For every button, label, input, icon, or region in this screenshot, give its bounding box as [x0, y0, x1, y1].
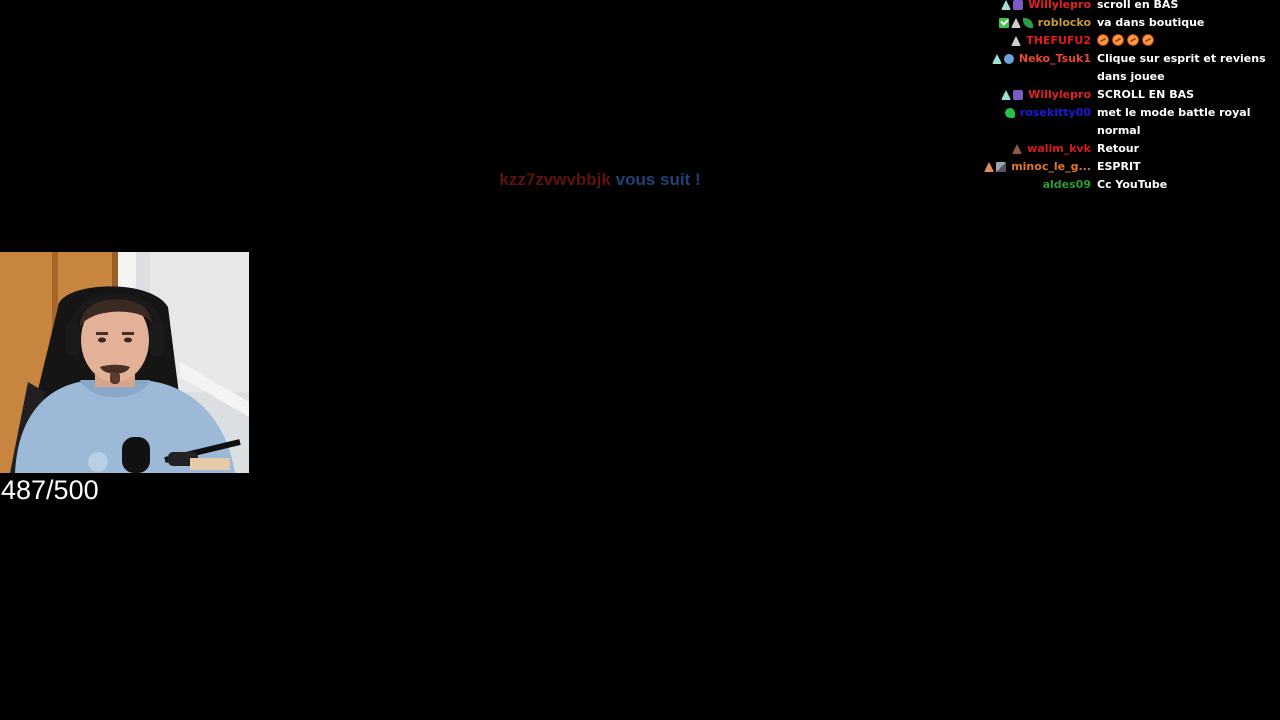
chat-badges [998, 18, 1033, 28]
follow-alert: kzz7zvwvbbjk vous suit ! [0, 168, 1200, 192]
chat-author: Willylepro [960, 86, 1097, 104]
subscriber-badge-icon [991, 54, 1002, 64]
chat-message-text: Clique sur esprit et reviens dans jouee [1097, 52, 1266, 83]
chat-author: THEFUFU2 [960, 32, 1097, 50]
chat-author: walim_kvk [960, 140, 1097, 158]
green-badge-icon [1004, 108, 1015, 118]
chat-message: rosekitty00 met le mode battle royal norm… [960, 104, 1278, 140]
chat-message-text: Cc YouTube [1097, 178, 1168, 191]
alert-message: vous suit ! [615, 170, 701, 189]
chat-author: minoc_le_g... [960, 158, 1097, 176]
chat-badges [1001, 90, 1024, 100]
subscriber-badge-icon [1001, 90, 1012, 100]
chat-username[interactable]: roblocko [1037, 16, 1091, 29]
chat-username[interactable]: rosekitty00 [1019, 106, 1091, 119]
chat-author: Willylepro [960, 0, 1097, 14]
globe-badge-icon [1003, 54, 1014, 64]
chat-message: roblocko va dans boutique [960, 14, 1278, 32]
chat-username[interactable]: Willylepro [1028, 0, 1091, 11]
subscriber-badge-icon [1010, 18, 1021, 28]
chat-message-text: scroll en BAS [1097, 0, 1179, 11]
mosaic-badge-icon [996, 162, 1007, 172]
chat-username[interactable]: aldes09 [1042, 178, 1091, 191]
purple-badge-icon [1013, 0, 1024, 10]
alert-username: kzz7zvwvbbjk [499, 170, 611, 189]
chat-message: minoc_le_g... ESPRIT [960, 158, 1278, 176]
chat-message-text: SCROLL EN BAS [1097, 88, 1195, 101]
purple-badge-icon [1013, 90, 1024, 100]
chat-message-text: ESPRIT [1097, 160, 1141, 173]
chat-username[interactable]: Willylepro [1028, 88, 1091, 101]
chat-author: aldes09 [960, 176, 1097, 194]
emote-icon [1097, 34, 1109, 46]
emote-icon [1142, 34, 1154, 46]
chat-message-text: met le mode battle royal normal [1097, 106, 1251, 137]
chat-message: aldes09 Cc YouTube [960, 176, 1278, 194]
emote-icon [1127, 34, 1139, 46]
leaf-badge-icon [1022, 18, 1033, 28]
chat-badges [1001, 0, 1024, 10]
subscriber-badge-icon [1012, 144, 1023, 154]
subscriber-badge-icon [1001, 0, 1012, 10]
chat-message-text: va dans boutique [1097, 16, 1205, 29]
chat-message: walim_kvk Retour [960, 140, 1278, 158]
chat-message-text [1097, 32, 1278, 50]
chat-badges [1011, 36, 1022, 46]
chat-username[interactable]: Neko_Tsuk1 [1018, 52, 1091, 65]
webcam-image [0, 252, 249, 473]
subscriber-goal-counter: 487/500 [1, 475, 99, 505]
chat-badges [1012, 144, 1023, 154]
chat-username[interactable]: THEFUFU2 [1026, 34, 1091, 47]
chat-message-text: Retour [1097, 142, 1140, 155]
chat-message: THEFUFU2 [960, 32, 1278, 50]
chat-username[interactable]: walim_kvk [1027, 142, 1091, 155]
chat-author: rosekitty00 [960, 104, 1097, 122]
chat-message: Willylepro SCROLL EN BAS [960, 86, 1278, 104]
chat-author: Neko_Tsuk1 [960, 50, 1097, 68]
chat-badges [991, 54, 1014, 64]
chat-message: Neko_Tsuk1 Clique sur esprit et reviens d… [960, 50, 1278, 86]
emote-icon [1112, 34, 1124, 46]
chat-message: Willylepro scroll en BAS [960, 0, 1278, 14]
webcam-feed [0, 252, 249, 473]
verified-check-icon [998, 18, 1009, 28]
chat-badges [1004, 108, 1015, 118]
chat-author: roblocko [960, 14, 1097, 32]
chat-badges [984, 162, 1007, 172]
subscriber-badge-icon [1011, 36, 1022, 46]
chat-overlay: Willylepro scroll en BAS roblocko va dans b… [960, 0, 1278, 194]
chat-username[interactable]: minoc_le_g... [1011, 160, 1091, 173]
subscriber-badge-icon [984, 162, 995, 172]
